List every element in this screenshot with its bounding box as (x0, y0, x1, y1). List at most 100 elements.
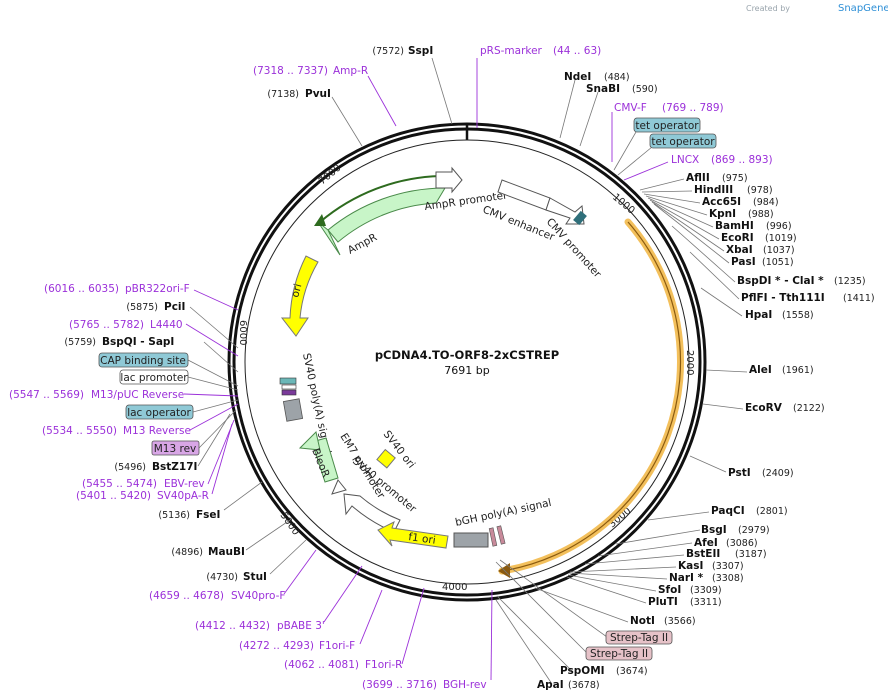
ndei-label: NdeI (564, 71, 591, 83)
sv40pa-r-leader (211, 423, 233, 495)
tet1-leader (613, 131, 637, 171)
pasi-label: PasI (731, 256, 756, 268)
maubi-pos: (4896) (171, 547, 203, 558)
tet-operator-box-1 (633, 117, 701, 133)
hpai-leader (700, 287, 743, 317)
f1ori-f-label: F1ori-F (319, 640, 355, 652)
snabi-leader (579, 91, 599, 147)
lac-promoter-label: lac promoter (120, 372, 188, 384)
stui-leader (269, 539, 307, 575)
bspdi-pos: (1235) (834, 276, 866, 287)
bamhi-leader (647, 197, 714, 228)
nari-pos: (3308) (712, 573, 744, 584)
bstz17i-pos: (5496) (114, 462, 146, 473)
cap-binding-mark (279, 377, 297, 385)
strep-tag-label-2: Strep-Tag II (590, 648, 648, 660)
l4440-label: L4440 (150, 319, 183, 331)
pbr-leader (193, 289, 239, 311)
ampr-primer-leader (367, 75, 397, 127)
strep2-leader (495, 561, 588, 654)
ampr-promoter-feature (435, 166, 463, 194)
acc65i-pos: (984) (753, 197, 779, 208)
kpni-leader (645, 195, 708, 216)
sfoi-leader (567, 574, 657, 592)
kpni-label: KpnI (709, 208, 736, 220)
tick-6000: 6000 (237, 320, 248, 345)
pbabe-pos: (4412 .. 4432) (195, 620, 270, 632)
bsgi-leader (615, 529, 701, 545)
cap-binding-label: CAP binding site (100, 355, 186, 367)
paqci-leader (647, 511, 710, 521)
f1ori-r-label: F1ori-R (365, 659, 402, 671)
pcii-leader (189, 306, 239, 349)
cmvf-label: CMV-F (614, 102, 647, 114)
ori-feature (280, 255, 319, 337)
sv40pa-r-pos: (5401 .. 5420) (76, 490, 151, 502)
m13rev-box-leader (198, 409, 237, 449)
pluti-pos: (3311) (690, 597, 722, 608)
hindiii-label: HindIII (694, 184, 733, 196)
m13-reverse-leader (189, 403, 239, 431)
strep-tag-box-2 (585, 646, 653, 661)
pluti-label: PluTI (648, 596, 678, 608)
kasi-label: KasI (678, 560, 703, 572)
apai-label: ApaI (537, 679, 564, 691)
f1-ori-feature (377, 521, 449, 549)
f1ori-r-leader (401, 587, 425, 665)
maubi-label: MauBI (208, 546, 245, 558)
bamhi-pos: (996) (766, 221, 792, 232)
l4440-pos: (5765 .. 5782) (69, 319, 144, 331)
ecori-leader (649, 199, 720, 240)
paqci-pos: (2801) (756, 506, 788, 517)
pasi-pos: (1051) (762, 257, 794, 268)
tet2-leader (617, 146, 653, 176)
ecori-pos: (1019) (765, 233, 797, 244)
label-ampr: AmpR (346, 231, 379, 256)
psti-leader (689, 455, 727, 473)
pvui-label: PvuI (305, 88, 331, 100)
tick-4000: 4000 (442, 582, 467, 593)
psti-label: PstI (728, 467, 751, 479)
em7-feature (331, 479, 347, 495)
pluti-leader (566, 576, 647, 604)
aflii-leader (639, 178, 685, 191)
credit-text: Created by (746, 4, 790, 13)
lac-operator-label: lac operator (127, 407, 191, 419)
cap-binding-box (98, 352, 189, 368)
bgh-polya-feature (453, 532, 489, 548)
fsei-pos: (5136) (158, 510, 190, 521)
m13-reverse-label: M13 Reverse (123, 425, 191, 437)
snapgene-logo: SnapGene (838, 3, 888, 14)
kasi-pos: (3307) (712, 561, 744, 572)
strep-tag-box-1 (605, 630, 673, 645)
bspqi-label: BspQI - SapI (102, 336, 174, 348)
snabi-pos: (590) (632, 84, 658, 95)
lac-operator-box (125, 404, 194, 420)
ebv-rev-pos: (5455 .. 5474) (82, 478, 157, 490)
ecorv-leader (702, 403, 744, 410)
f1ori-f-pos: (4272 .. 4293) (239, 640, 314, 652)
acc65i-label: Acc65I (702, 196, 741, 208)
strep-tag-2-mark (496, 525, 506, 545)
m13-rev-box-label: M13 rev (154, 443, 197, 455)
ebv-rev-leader (207, 419, 235, 485)
cmv-promoter-feature (545, 197, 585, 225)
tick-2000: 2000 (684, 350, 695, 375)
bleor-arrowhead (298, 431, 321, 451)
bsteii-leader (584, 554, 685, 565)
sv40pro-label: SV40pro-F (231, 590, 285, 602)
bgh-rev-label: BGH-rev (443, 679, 487, 691)
lac-promoter-mark (281, 384, 297, 390)
m13-mark (281, 389, 297, 396)
apai-leader (495, 599, 553, 685)
sv40-ori-feature (376, 448, 396, 469)
ampr-orf-line (319, 175, 441, 223)
ecorv-label: EcoRV (745, 402, 783, 414)
paqci-label: PaqCI (711, 505, 745, 517)
xbai-pos: (1037) (763, 245, 795, 256)
alei-pos: (1961) (782, 365, 814, 376)
sv40pa-r-label: SV40pA-R (157, 490, 209, 502)
ndei-pos: (484) (604, 72, 630, 83)
pbabe-leader (323, 565, 363, 623)
